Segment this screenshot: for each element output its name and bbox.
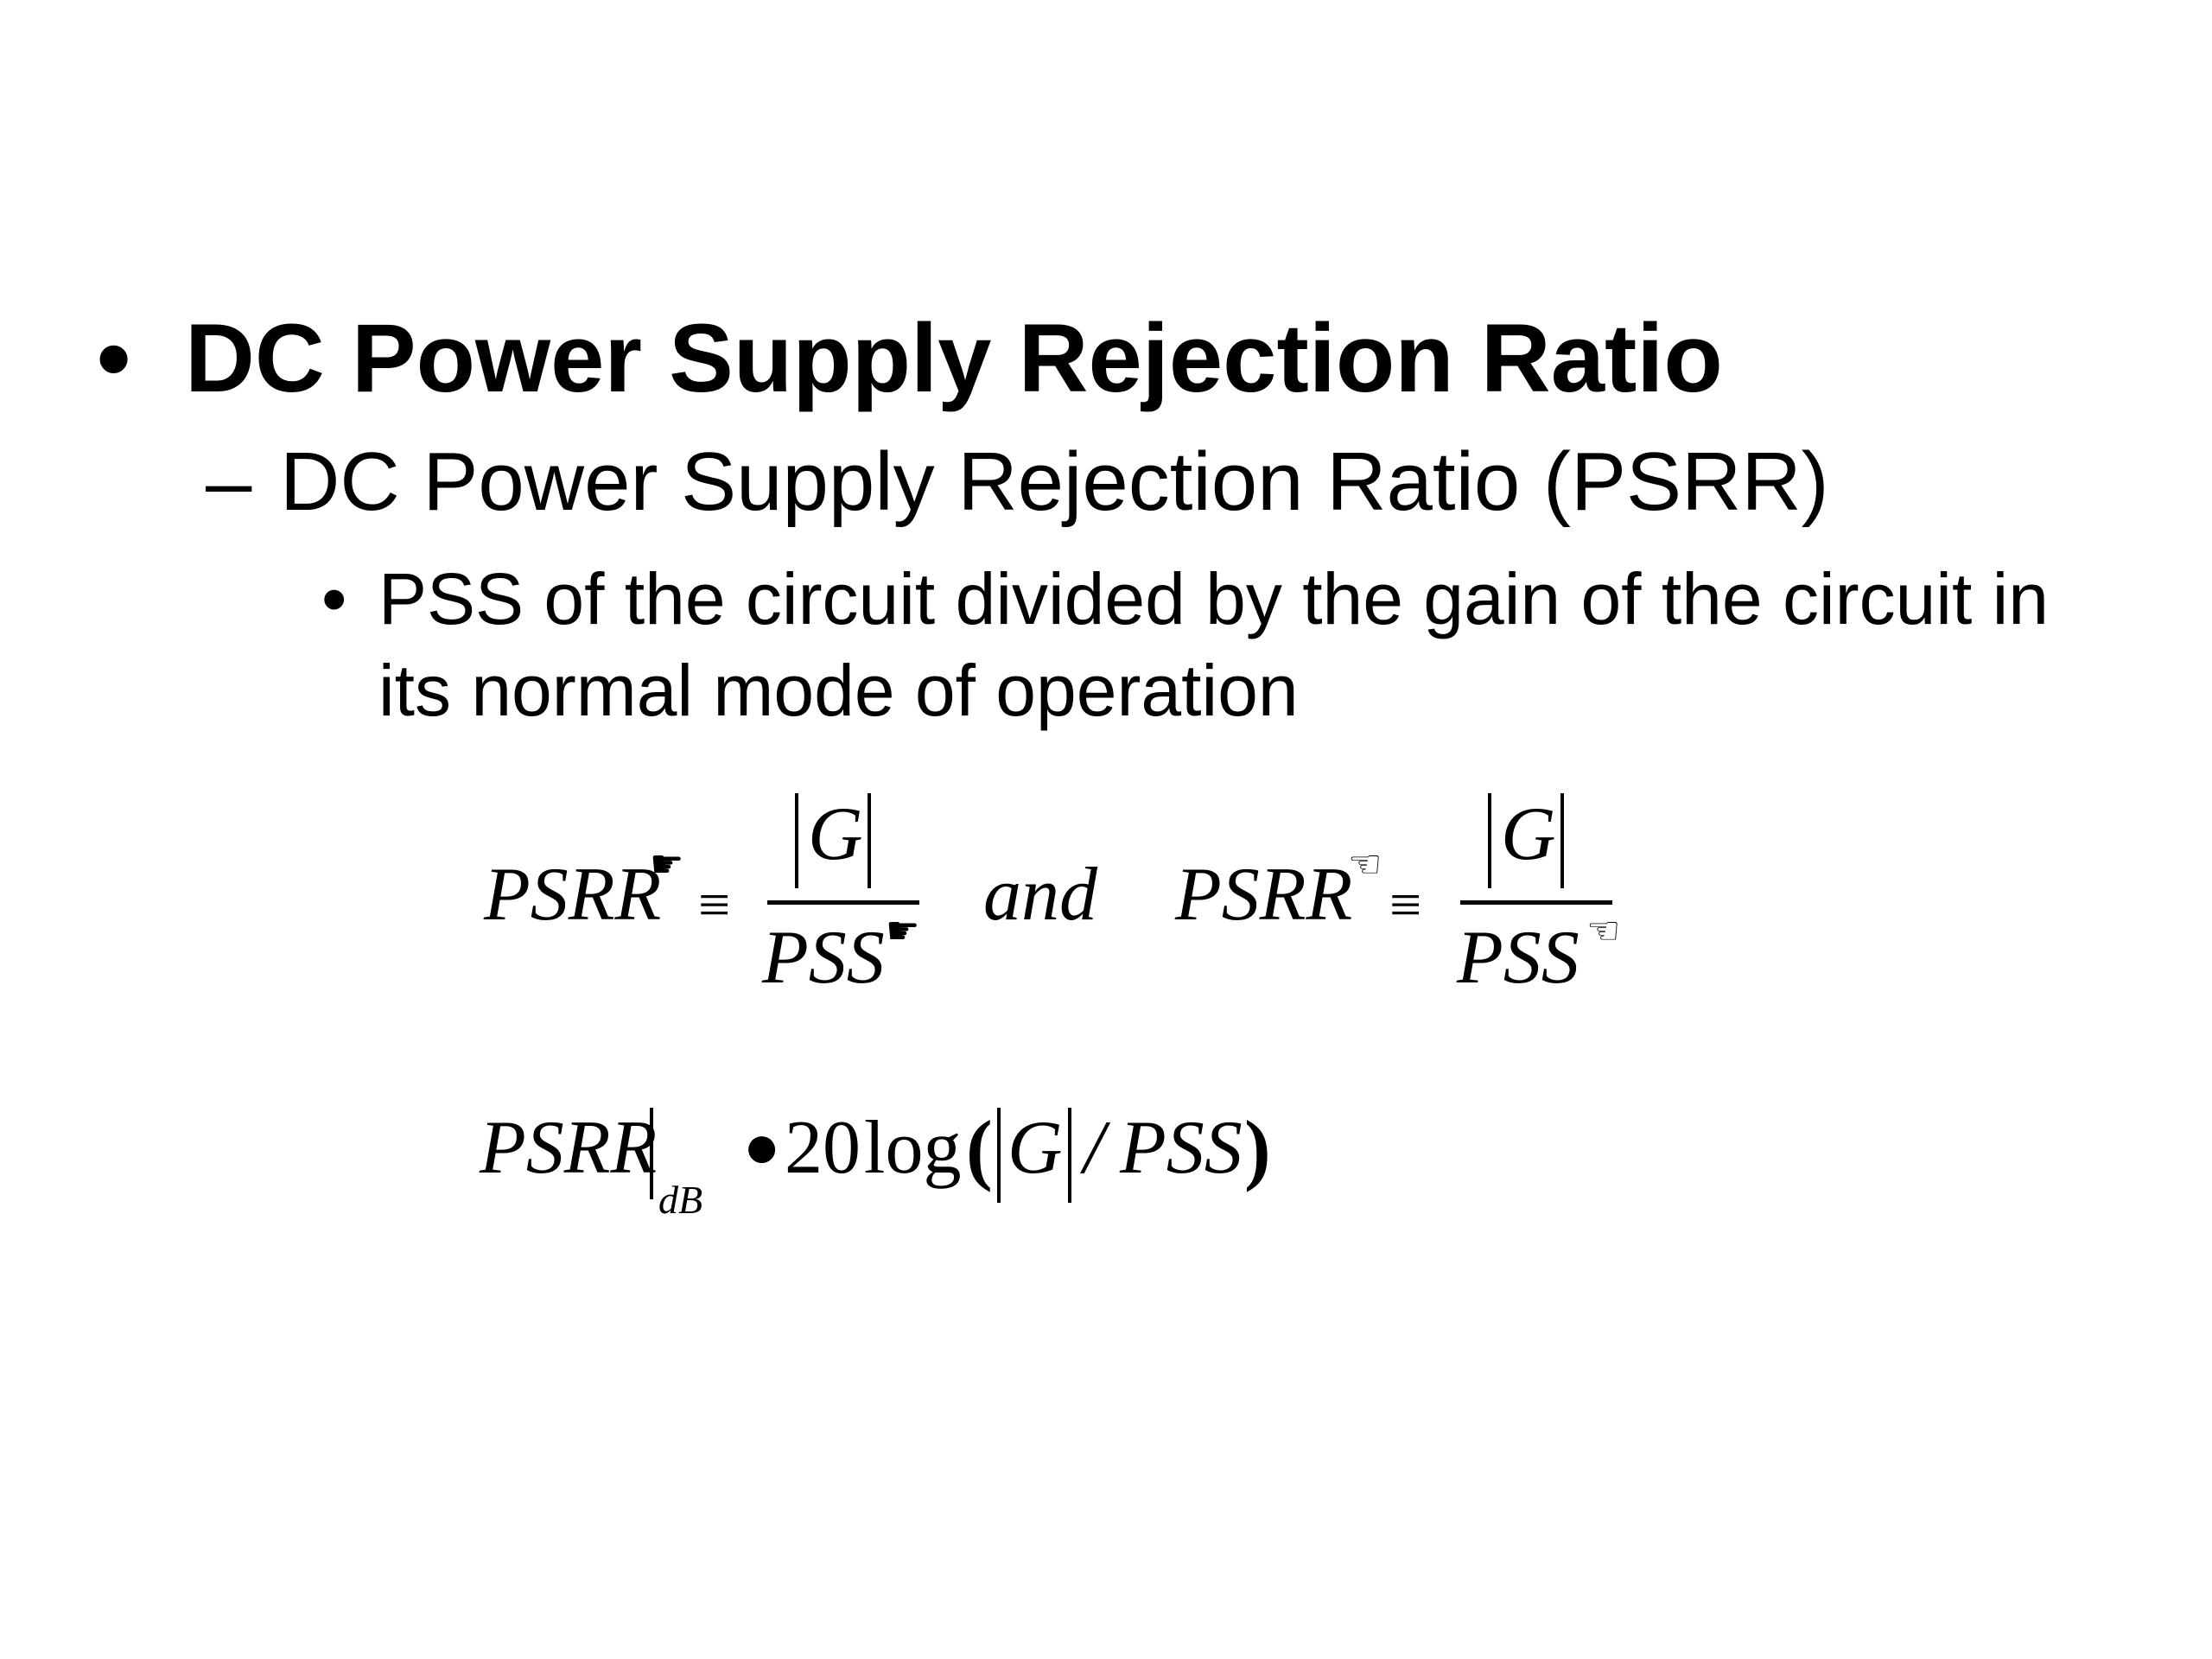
eq3-lhs: PSRR xyxy=(480,1106,658,1190)
eq2-abs-bar-right xyxy=(1560,793,1564,888)
eq1-abs-bar-left xyxy=(795,793,798,888)
body-text: PSS of the circuit divided by the gain o… xyxy=(378,558,2050,731)
eq3-abs-bar-right xyxy=(1068,1108,1071,1203)
eq3-abs-bar-left xyxy=(997,1108,1001,1203)
eq1-numerator: G xyxy=(808,792,863,876)
eq3-function: log xyxy=(864,1106,962,1190)
dash-marker: – xyxy=(206,435,252,528)
eq1-sup-symbol: ☛ xyxy=(650,843,684,886)
eq2-operator: ≡ xyxy=(1389,874,1422,937)
eq3-coefficient: 20 xyxy=(785,1106,861,1190)
subheading-text: DC Power Supply Rejection Ratio (PSRR) xyxy=(280,435,1829,528)
eq1-denominator: PSS xyxy=(762,916,885,1000)
eq2-abs-bar-left xyxy=(1488,793,1491,888)
heading-text: DC Power Supply Rejection Ratio xyxy=(185,304,1723,412)
connector-and: and xyxy=(983,853,1097,937)
eq1-lhs: PSRR xyxy=(484,853,662,937)
eq2-den-sup-symbol: ☜ xyxy=(1586,910,1621,952)
eq2-fraction-line xyxy=(1460,900,1612,905)
eq2-lhs: PSRR xyxy=(1175,853,1353,937)
eq3-left-paren: ( xyxy=(966,1104,993,1192)
eq3-subscript: dB xyxy=(658,1178,703,1222)
eq3-operator: ● xyxy=(743,1112,781,1181)
eq3-slash: / xyxy=(1084,1106,1105,1190)
eq3-denominator: PSS xyxy=(1120,1106,1243,1190)
eq3-argument: G xyxy=(1007,1106,1063,1190)
bullet-marker: • xyxy=(97,304,131,412)
eq2-numerator: G xyxy=(1501,792,1556,876)
eq1-abs-bar-right xyxy=(868,793,871,888)
eq1-den-sup-symbol: ☛ xyxy=(886,910,920,952)
eq2-denominator: PSS xyxy=(1457,916,1580,1000)
eq1-operator: ≡ xyxy=(698,874,731,937)
bullet-marker: • xyxy=(321,558,347,639)
eq3-eval-bar xyxy=(650,1108,653,1199)
eq2-sup-symbol: ☜ xyxy=(1348,843,1382,886)
eq3-right-paren: ) xyxy=(1244,1104,1271,1192)
eq1-fraction-line xyxy=(767,900,919,905)
